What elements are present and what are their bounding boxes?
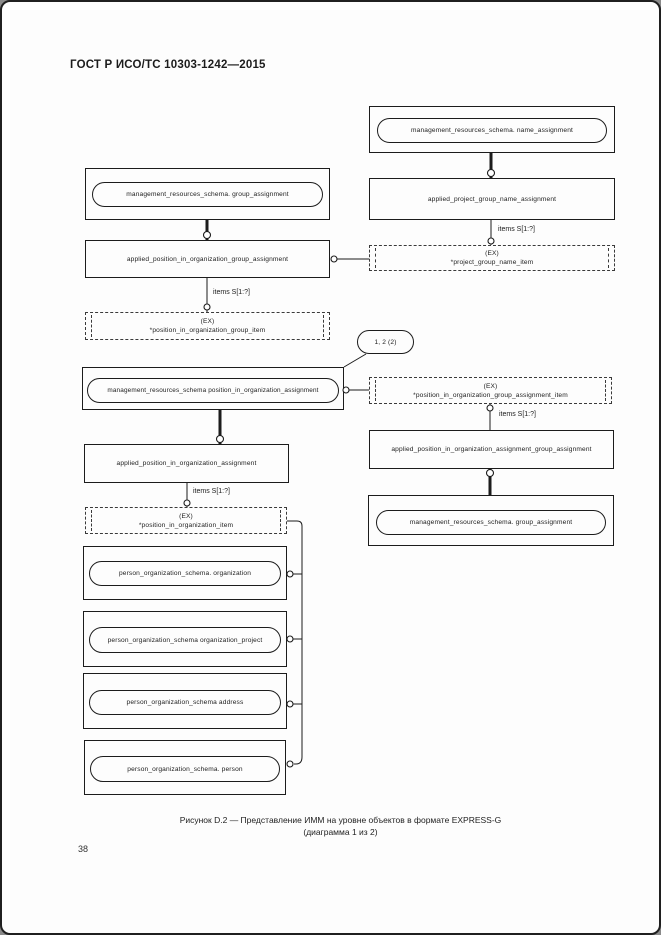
relation-dot	[203, 303, 211, 311]
node-project-group-name-item: (EX) *project_group_name_item	[369, 245, 615, 271]
page-number: 38	[78, 844, 89, 854]
node-label: person_organization_schema organization_…	[107, 636, 263, 644]
node-mrs-position-in-organization-assignment: management_resources_schema position_in_…	[82, 367, 344, 410]
node-person-organization-schema-organization: person_organization_schema. organization	[83, 546, 287, 600]
oval-shape: person_organization_schema organization_…	[89, 627, 281, 653]
node-label: *position_in_organization_group_item	[149, 327, 266, 334]
oval-shape: management_resources_schema. group_assig…	[376, 510, 606, 535]
items-label: items S[1:?]	[213, 289, 250, 296]
node-label: *position_in_organization_item	[138, 521, 234, 529]
node-applied-position-in-organization-assignment-group-assignment: applied_position_in_organization_assignm…	[369, 430, 614, 469]
node-label: person_organization_schema. person	[127, 765, 243, 773]
node-mrs-name-assignment: management_resources_schema. name_assign…	[369, 106, 615, 153]
node-label: management_resources_schema. group_assig…	[409, 519, 573, 526]
node-label: person_organization_schema address	[126, 699, 244, 706]
relation-dot	[286, 635, 294, 643]
node-applied-position-in-organization-assignment: applied_position_in_organization_assignm…	[84, 444, 289, 483]
node-person-organization-schema-person: person_organization_schema. person	[84, 740, 286, 795]
node-label: applied_position_in_organization_assignm…	[391, 446, 592, 453]
node-applied-position-in-organization-group-assignment: applied_position_in_organization_group_a…	[85, 240, 330, 278]
relation-dot	[215, 434, 225, 444]
figure-caption-line1: Рисунок D.2 — Представление ИММ на уровн…	[179, 815, 502, 825]
figure-caption: Рисунок D.2 — Представление ИММ на уровн…	[57, 814, 624, 838]
node-label: applied_position_in_organization_assignm…	[116, 460, 257, 467]
node-label: person_organization_schema. organization	[118, 570, 252, 577]
node-label: applied_position_in_organization_group_a…	[126, 255, 289, 263]
node-mrs-group-assignment-bottom: management_resources_schema. group_assig…	[368, 495, 614, 546]
items-label: items S[1:?]	[498, 226, 535, 233]
relation-dot	[202, 230, 212, 240]
node-label: applied_project_group_name_assignment	[427, 195, 557, 203]
relation-dot	[330, 255, 338, 263]
oval-shape: management_resources_schema. group_assig…	[92, 182, 323, 207]
relation-dot	[183, 499, 191, 507]
node-person-organization-schema-organization-project: person_organization_schema organization_…	[83, 611, 287, 667]
node-label: management_resources_schema. name_assign…	[410, 127, 573, 134]
node-label: management_resources_schema position_in_…	[107, 387, 319, 394]
oval-shape: person_organization_schema. person	[90, 756, 280, 782]
oval-shape: person_organization_schema. organization	[89, 561, 281, 586]
page-connector: 1, 2 (2)	[357, 330, 414, 354]
oval-shape: management_resources_schema. name_assign…	[377, 118, 607, 143]
relation-dot	[286, 700, 294, 708]
ex-tag: (EX)	[179, 512, 193, 520]
oval-shape: person_organization_schema address	[89, 690, 281, 715]
items-label: items S[1:?]	[499, 411, 536, 418]
relation-dot	[487, 237, 495, 245]
ex-tag: (EX)	[200, 318, 215, 325]
ex-tag: (EX)	[485, 250, 499, 257]
figure-caption-line2: (диаграмма 1 из 2)	[303, 827, 378, 837]
node-applied-project-group-name-assignment: applied_project_group_name_assignment	[369, 178, 615, 220]
relation-dot	[286, 760, 294, 768]
relation-dot	[486, 168, 496, 178]
node-mrs-group-assignment-top: management_resources_schema. group_assig…	[85, 168, 330, 220]
node-person-organization-schema-address: person_organization_schema address	[83, 673, 287, 729]
node-position-in-organization-item: (EX) *position_in_organization_item	[85, 507, 287, 534]
node-position-in-organization-group-item: (EX) *position_in_organization_group_ite…	[85, 312, 330, 340]
ex-tag: (EX)	[483, 382, 498, 390]
edge-position-item-branch-rail	[287, 520, 303, 765]
node-label: *project_group_name_item	[450, 259, 534, 266]
node-label: management_resources_schema. group_assig…	[126, 191, 289, 198]
relation-dot	[485, 468, 495, 478]
relation-dot	[286, 570, 294, 578]
page-connector-label: 1, 2 (2)	[374, 338, 397, 346]
relation-dot	[486, 404, 494, 412]
oval-shape: management_resources_schema position_in_…	[87, 378, 339, 403]
node-position-in-organization-group-assignment-item: (EX) *position_in_organization_group_ass…	[369, 377, 612, 404]
page-title: ГОСТ Р ИСО/ТС 10303-1242—2015	[70, 59, 266, 71]
node-label: *position_in_organization_group_assignme…	[413, 391, 568, 399]
items-label: items S[1:?]	[193, 488, 230, 495]
edge-to-page-connector	[343, 353, 367, 368]
